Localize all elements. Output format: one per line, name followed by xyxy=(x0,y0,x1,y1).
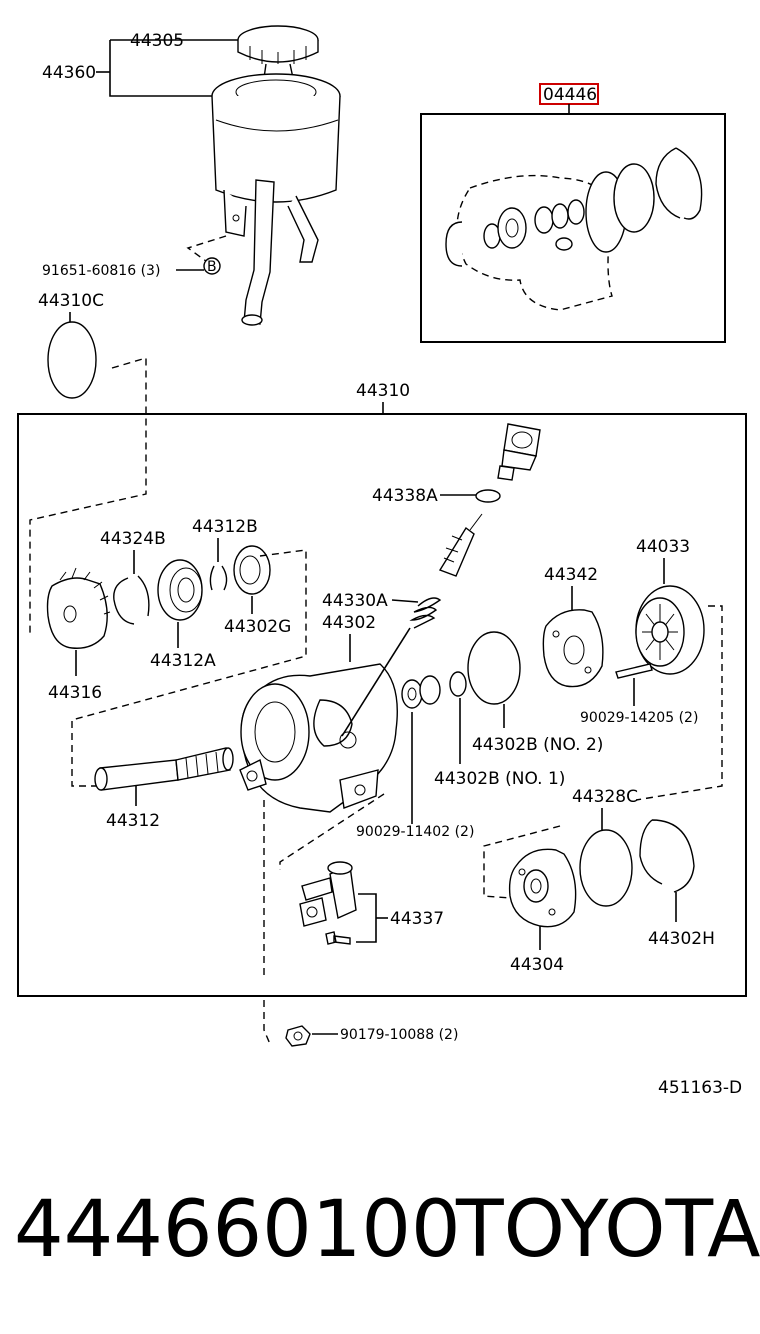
union-44337 xyxy=(299,861,357,927)
diagram-ref-code: 451163-D xyxy=(658,1078,742,1098)
o-ring-44338A xyxy=(475,489,501,503)
bolt-b-label: B xyxy=(207,259,217,275)
pump-assembly-box xyxy=(17,413,747,997)
brand-name: TOYOTA xyxy=(455,1185,760,1275)
o-ring-44310C xyxy=(47,321,97,399)
union-fitting xyxy=(497,423,541,481)
label-44302B-no2: 44302B (NO. 2) xyxy=(472,735,603,755)
pump-body xyxy=(239,627,411,813)
snap-ring-44302H xyxy=(639,819,695,893)
label-04446: 04446 xyxy=(543,85,597,105)
rear-housing-44304 xyxy=(508,848,577,928)
pin-90029-14205 xyxy=(615,663,653,679)
label-44302H: 44302H xyxy=(648,929,715,949)
bolt-b-marker-icon xyxy=(203,257,221,275)
bearing-44312A xyxy=(157,559,203,621)
label-44312: 44312 xyxy=(106,811,160,831)
label-44033: 44033 xyxy=(636,537,690,557)
snap-ring-44324B xyxy=(113,575,150,625)
label-90179-10088: 90179-10088 (2) xyxy=(340,1027,458,1043)
o-ring-44302B-no2 xyxy=(467,631,521,705)
spring-44330A xyxy=(409,597,442,629)
snap-ring-44312B xyxy=(209,565,228,591)
kit-04446-box xyxy=(420,113,726,343)
side-plate-44342 xyxy=(542,609,604,688)
bolt-44337 xyxy=(325,931,351,945)
label-91651-60816: 91651-60816 (3) xyxy=(42,263,160,279)
label-44338A: 44338A xyxy=(372,486,438,506)
label-44302: 44302 xyxy=(322,613,376,633)
o-ring-44302B-no1 xyxy=(449,671,467,697)
label-44337: 44337 xyxy=(390,909,444,929)
reservoir-tank xyxy=(211,25,341,326)
gear-44316 xyxy=(46,567,111,649)
shaft-44312 xyxy=(94,747,234,791)
label-44316: 44316 xyxy=(48,683,102,703)
label-90029-11402: 90029-11402 (2) xyxy=(356,824,474,840)
label-44324B: 44324B xyxy=(100,529,166,549)
label-44310: 44310 xyxy=(356,381,410,401)
label-44328C: 44328C xyxy=(572,787,638,807)
label-44302G: 44302G xyxy=(224,617,291,637)
union-bolt-seals xyxy=(401,675,441,709)
label-90029-14205: 90029-14205 (2) xyxy=(580,710,698,726)
label-44312B: 44312B xyxy=(192,517,258,537)
label-44330A: 44330A xyxy=(322,591,388,611)
flow-control-valve xyxy=(438,513,483,577)
seal-44302G xyxy=(233,545,271,595)
label-44302B-no1: 44302B (NO. 1) xyxy=(434,769,565,789)
label-44342: 44342 xyxy=(544,565,598,585)
kit-04446-parts xyxy=(445,147,703,311)
label-44310C: 44310C xyxy=(38,291,104,311)
label-44305: 44305 xyxy=(130,31,184,51)
o-ring-44328C xyxy=(579,829,633,907)
label-44312A: 44312A xyxy=(150,651,216,671)
label-44360: 44360 xyxy=(42,63,96,83)
cam-ring-44033 xyxy=(635,585,705,675)
part-number: 444660100 xyxy=(14,1185,461,1275)
label-44304: 44304 xyxy=(510,955,564,975)
nut-90179 xyxy=(285,1025,311,1047)
